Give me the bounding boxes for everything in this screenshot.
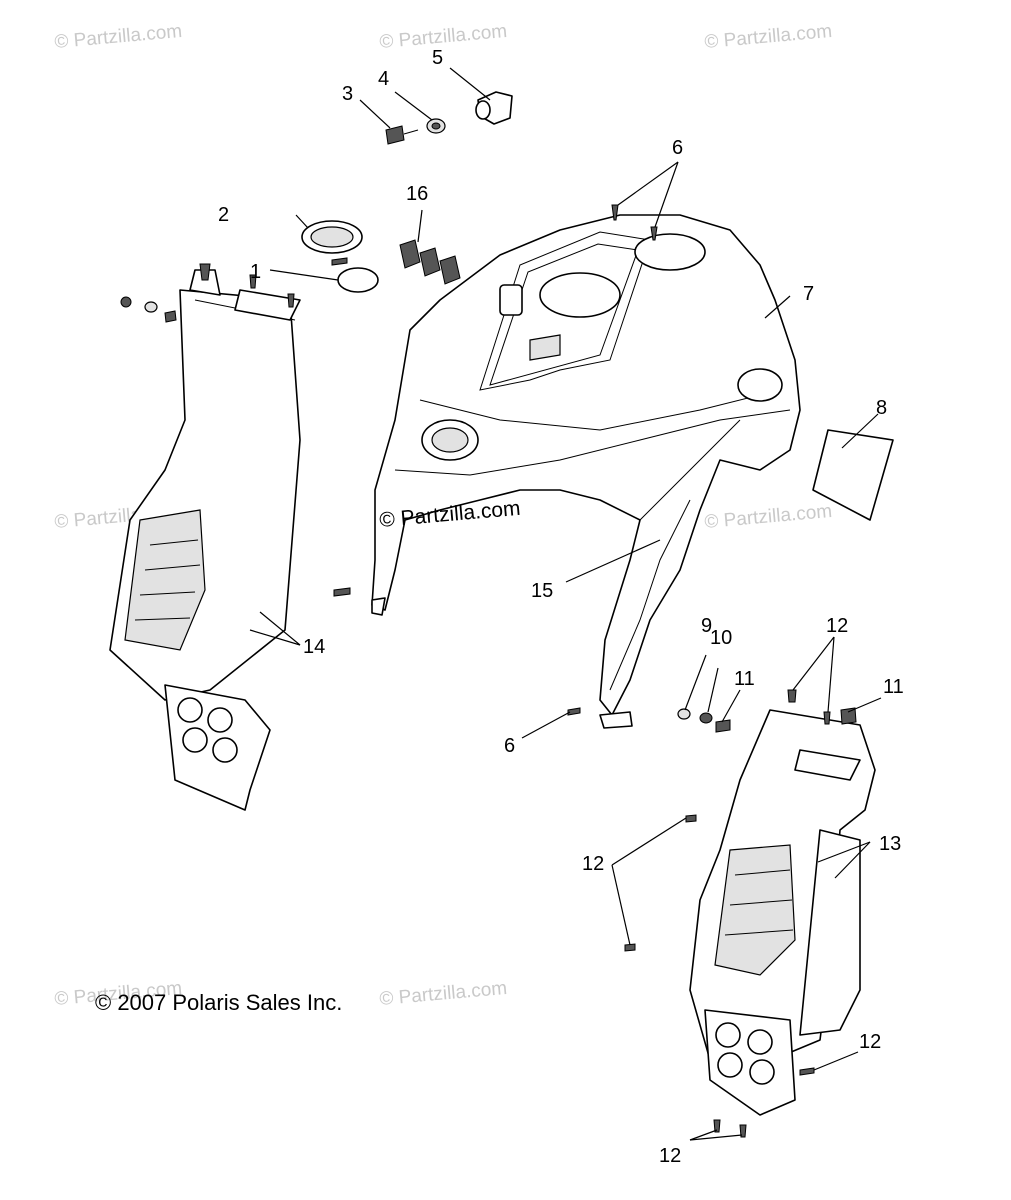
- callout-5: 5: [432, 47, 443, 69]
- watermark-mid-right: © Partzilla.com: [704, 501, 833, 533]
- fasteners: [120, 204, 857, 1138]
- copyright-notice: © 2007 Polaris Sales Inc.: [95, 990, 342, 1015]
- callout-labels: 1 2 3 4 5 6 6 7 8 9 10 11 11 12 12 12 12…: [218, 47, 904, 1167]
- part-8-decal: [812, 429, 894, 521]
- part-16-switch: [399, 239, 461, 285]
- part-3-key: [385, 125, 419, 145]
- part-4-nut: [426, 118, 446, 134]
- callout-7: 7: [803, 283, 814, 305]
- part-7-hood: [371, 214, 801, 729]
- callout-1: 1: [250, 261, 261, 283]
- watermark-bottom-center: © Partzilla.com: [379, 978, 508, 1010]
- callout-4: 4: [378, 68, 389, 90]
- callout-12-top: 12: [826, 615, 848, 637]
- callout-12-bottom: 12: [659, 1145, 681, 1167]
- watermark-top-left: © Partzilla.com: [54, 21, 183, 53]
- callout-13: 13: [879, 833, 901, 855]
- callout-6-top: 6: [672, 137, 683, 159]
- callout-8: 8: [876, 397, 887, 419]
- callout-11-right: 11: [883, 676, 904, 698]
- leader-lines: [249, 67, 882, 1141]
- callout-15: 15: [531, 580, 553, 602]
- callout-14: 14: [303, 636, 325, 658]
- callout-6-bottom: 6: [504, 735, 515, 757]
- part-5-cap: [475, 91, 513, 125]
- callout-12-mid: 12: [582, 853, 604, 875]
- callout-9: 9: [701, 615, 712, 637]
- part-13-right-side-panel: [689, 709, 876, 1116]
- callout-10: 10: [710, 627, 732, 649]
- part-2-seal: [301, 220, 363, 254]
- part-14-left-side-panel: [109, 269, 301, 811]
- callout-2: 2: [218, 204, 229, 226]
- part-1-o-ring: [337, 267, 379, 293]
- callout-3: 3: [342, 83, 353, 105]
- callout-11-left: 11: [734, 668, 755, 690]
- callout-12-lower: 12: [859, 1031, 881, 1053]
- callout-16: 16: [406, 183, 428, 205]
- watermark-top-center: © Partzilla.com: [379, 21, 508, 53]
- watermark-top-right: © Partzilla.com: [704, 21, 833, 53]
